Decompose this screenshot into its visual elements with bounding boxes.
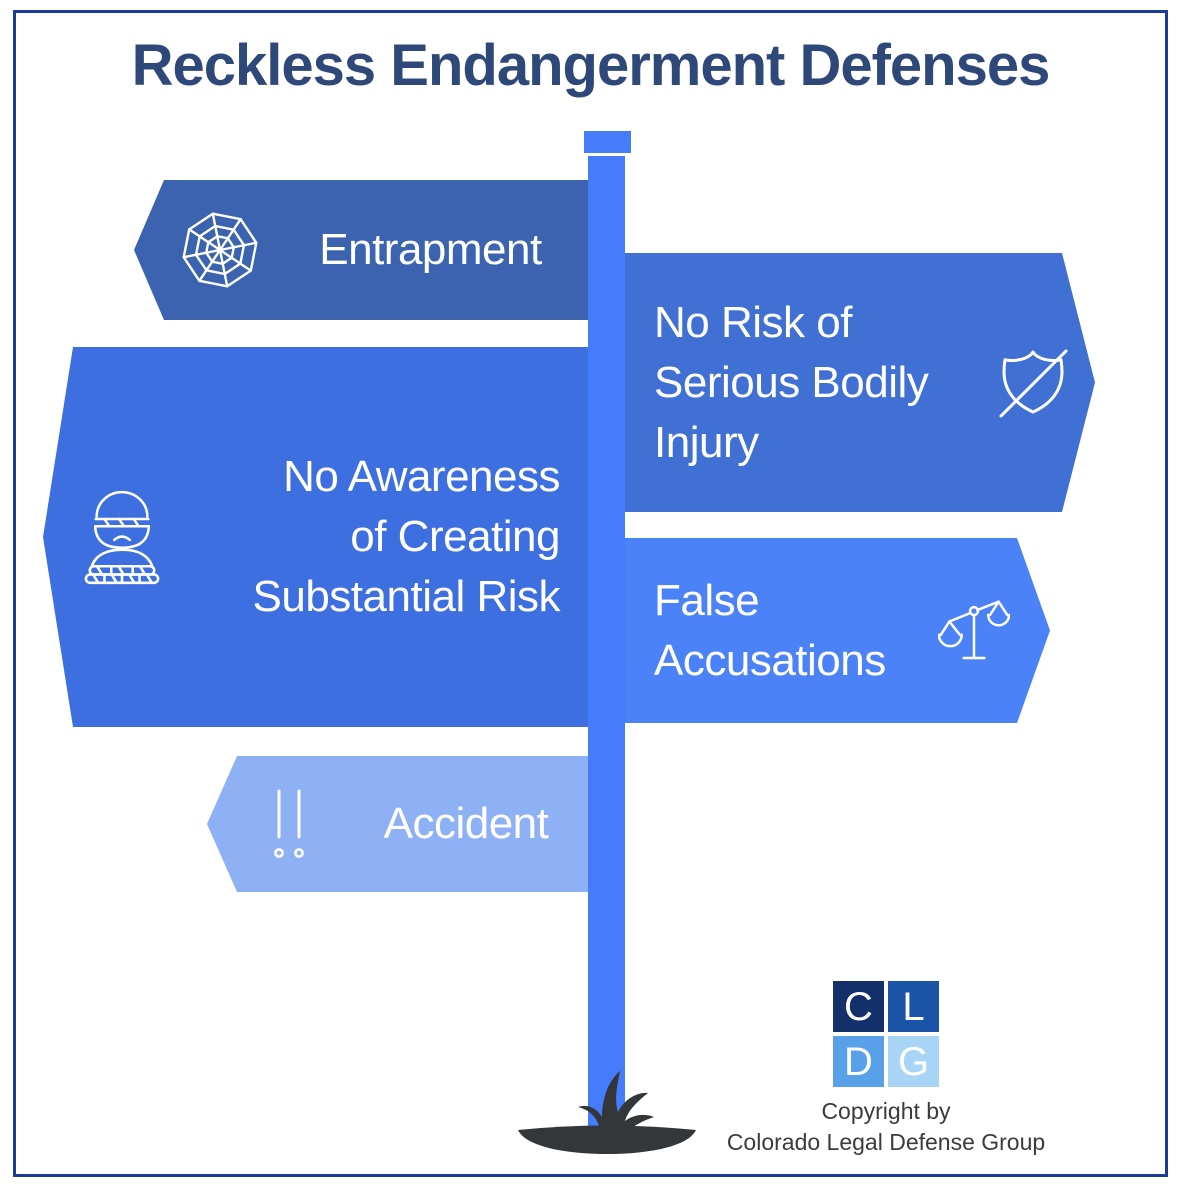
logo-letter: L — [902, 984, 925, 1029]
sign-entrapment: Entrapment — [134, 180, 625, 320]
sign-no-awareness-of-creating-substantial-risk: No Awareness of Creating Substantial Ris… — [43, 347, 625, 727]
footer: C L D G Copyright by Colorado Legal Defe… — [663, 981, 1109, 1158]
signpost-ground-base — [518, 1071, 696, 1154]
sign-label-entrapment: Entrapment — [319, 225, 542, 274]
logo-tile-g: G — [888, 1036, 939, 1087]
copyright-text: Copyright by Colorado Legal Defense Grou… — [727, 1096, 1045, 1158]
logo-letter: D — [844, 1039, 873, 1084]
sign-label-no-risk: No Risk of Serious Bodily Injury — [654, 297, 929, 467]
logo-tile-d: D — [833, 1036, 884, 1087]
ground-dish — [518, 1125, 696, 1154]
sign-false-accusations: False Accusations — [591, 538, 1050, 723]
spider-web-icon — [180, 210, 260, 290]
sign-accident: Accident — [207, 756, 625, 892]
scales-of-justice-icon — [938, 594, 1010, 668]
sign-label-false-accusations: False Accusations — [654, 575, 886, 685]
signpost-pole — [588, 156, 625, 1130]
page-title: Reckless Endangerment Defenses — [131, 33, 1051, 98]
logo-letter: G — [897, 1039, 930, 1084]
shield-slash-icon — [995, 345, 1071, 421]
cldg-logo: C L D G — [833, 981, 939, 1087]
sign-no-risk-of-serious-bodily-injury: No Risk of Serious Bodily Injury — [591, 253, 1095, 512]
signpost-pole-cap — [584, 131, 631, 153]
copyright-line-2: Colorado Legal Defense Group — [726, 1129, 1046, 1155]
logo-tile-l: L — [888, 981, 939, 1032]
logo-letter: C — [844, 984, 873, 1029]
grass-tuft — [578, 1071, 654, 1131]
sign-label-no-awareness: No Awareness of Creating Substantial Ris… — [252, 452, 561, 621]
injured-person-icon — [83, 488, 161, 586]
double-exclamation-icon — [271, 787, 307, 861]
sign-label-accident: Accident — [383, 799, 549, 848]
logo-tile-c: C — [833, 981, 884, 1032]
copyright-line-1: Copyright by — [821, 1098, 951, 1124]
